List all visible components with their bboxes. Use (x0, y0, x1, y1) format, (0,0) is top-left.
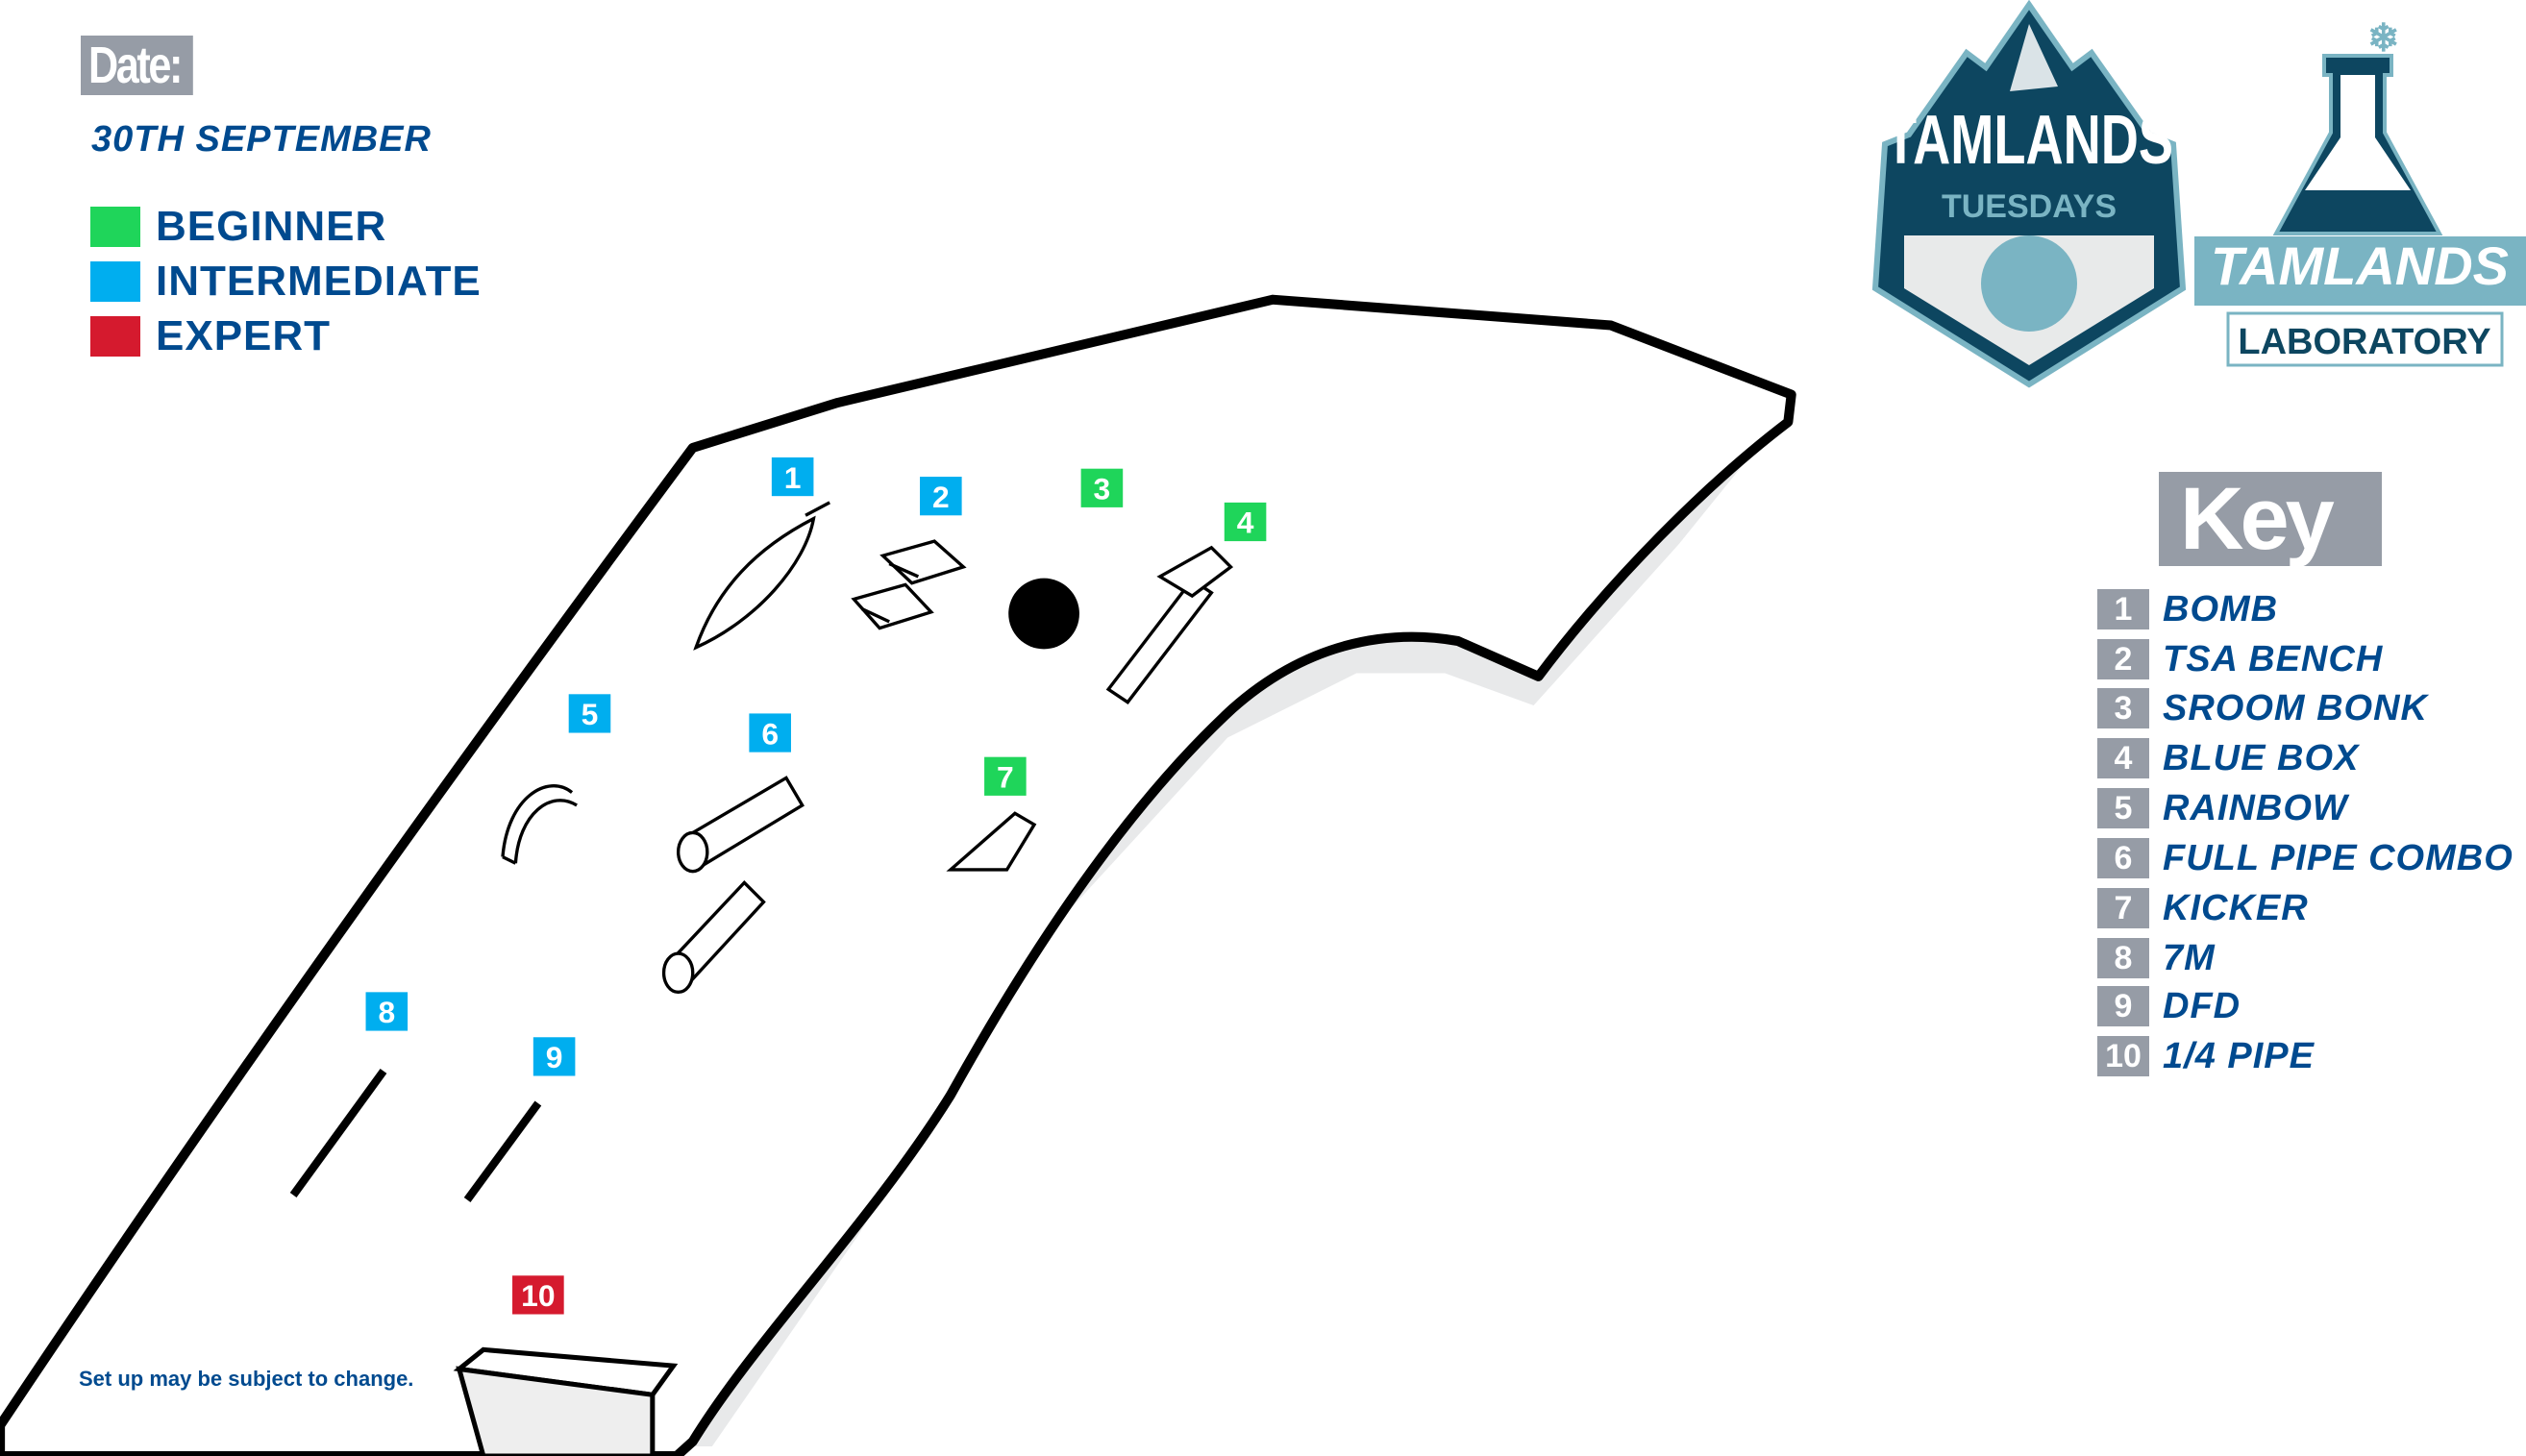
feature-badge-3: 3 (1080, 468, 1124, 507)
tsa-bench-feature (851, 539, 967, 630)
key-heading: Key (2159, 472, 2382, 566)
expert-swatch (90, 316, 140, 357)
key-label: 1/4 PIPE (2163, 1035, 2315, 1076)
bomb-feature (693, 501, 830, 651)
feature-badge-6: 6 (749, 713, 791, 753)
blue-box-feature (1105, 545, 1234, 704)
badge-background (1224, 502, 1267, 542)
badge-number: 3 (1094, 472, 1111, 506)
key-label: SROOM BONK (2163, 687, 2428, 728)
badge-background (568, 694, 611, 733)
legend-intermediate: INTERMEDIATE (90, 258, 482, 305)
slope-outline (0, 294, 1796, 1456)
rail-feature (289, 1068, 542, 1203)
beginner-swatch (90, 207, 140, 247)
key-number: 3 (2097, 688, 2149, 728)
footer-note: Set up may be subject to change. (79, 1367, 414, 1391)
badge-number: 7 (997, 760, 1014, 795)
feature-badge-7: 7 (984, 756, 1027, 796)
badge-number: 4 (1237, 506, 1254, 540)
key-item: 9 DFD (2097, 984, 2241, 1028)
key-number: 7 (2097, 888, 2149, 928)
key-label: 7M (2163, 937, 2216, 978)
legend-label: EXPERT (156, 312, 332, 359)
key-number: 1 (2097, 589, 2149, 629)
badge-number: 10 (521, 1278, 555, 1313)
key-number: 6 (2097, 838, 2149, 878)
logo-title: TAMLANDS (1885, 102, 2173, 179)
date-heading: Date: (81, 36, 193, 95)
key-label: RAINBOW (2163, 787, 2348, 828)
key-item: 2 TSA BENCH (2097, 637, 2383, 681)
snowflake-icon: ❄ (2367, 17, 2400, 60)
feature-badge-1: 1 (771, 457, 814, 497)
key-label: DFD (2163, 985, 2241, 1026)
key-label: TSA BENCH (2163, 638, 2384, 679)
feature-badge-5: 5 (568, 694, 611, 733)
logo-subtitle: TUESDAYS (1942, 188, 2117, 225)
key-number: 2 (2097, 639, 2149, 679)
key-number: 10 (2097, 1036, 2149, 1076)
key-label: BOMB (2163, 588, 2279, 629)
full-pipe-feature (661, 776, 805, 995)
logo-title: TAMLANDS (2211, 235, 2509, 296)
badge-number: 9 (546, 1040, 563, 1074)
legend-beginner: BEGINNER (90, 203, 387, 250)
legend-label: BEGINNER (156, 203, 387, 250)
badge-number: 8 (378, 995, 395, 1029)
badge-background (512, 1275, 564, 1315)
quarter-pipe-feature (453, 1346, 679, 1456)
key-label: BLUE BOX (2163, 737, 2360, 778)
badge-background (771, 457, 814, 497)
key-item: 4 BLUE BOX (2097, 736, 2359, 780)
tamlands-laboratory-logo: ❄ TAMLANDS LABORATORY (2194, 17, 2526, 367)
key-item: 5 RAINBOW (2097, 786, 2348, 830)
badge-number: 1 (784, 460, 802, 495)
feature-badge-2: 2 (920, 477, 962, 516)
sroom-bonk-feature (1008, 578, 1079, 650)
feature-badge-4: 4 (1224, 502, 1267, 542)
badge-background (532, 1037, 576, 1076)
badge-number: 6 (761, 716, 779, 751)
badge-background (984, 756, 1027, 796)
intermediate-swatch (90, 261, 140, 302)
key-item: 6 FULL PIPE COMBO (2097, 836, 2514, 880)
logo-subtitle: LABORATORY (2238, 322, 2490, 362)
legend-expert: EXPERT (90, 312, 332, 359)
key-number: 8 (2097, 938, 2149, 978)
date-value: 30TH SEPTEMBER (91, 119, 432, 160)
key-label: FULL PIPE COMBO (2163, 837, 2514, 878)
legend-label: INTERMEDIATE (156, 258, 482, 305)
badge-background (365, 992, 409, 1031)
badge-number: 5 (582, 697, 599, 731)
key-item: 8 7M (2097, 936, 2216, 980)
feature-badge-9: 9 (532, 1037, 576, 1076)
badge-background (749, 713, 791, 753)
key-item: 10 1/4 PIPE (2097, 1034, 2315, 1078)
key-item: 1 BOMB (2097, 587, 2278, 631)
badge-number: 2 (932, 480, 950, 514)
rainbow-feature (501, 784, 578, 865)
feature-badge-10: 10 (512, 1275, 564, 1315)
badge-background (920, 477, 962, 516)
kicker-feature (946, 811, 1037, 872)
key-item: 7 KICKER (2097, 886, 2309, 930)
tamlands-tuesdays-logo: TAMLANDS TUESDAYS (1871, 0, 2187, 388)
feature-badge-8: 8 (365, 992, 409, 1031)
key-item: 3 SROOM BONK (2097, 686, 2428, 730)
key-number: 9 (2097, 986, 2149, 1026)
key-number: 5 (2097, 788, 2149, 828)
key-number: 4 (2097, 738, 2149, 778)
badge-background (1080, 468, 1124, 507)
key-label: KICKER (2163, 887, 2309, 928)
